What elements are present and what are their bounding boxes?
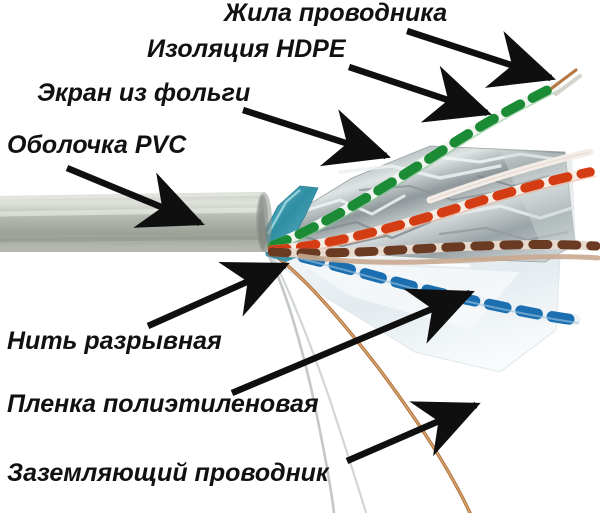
bare-conductor-tip: [550, 68, 578, 90]
wire-pair-green: [267, 81, 561, 251]
label-pvc-jacket: Оболочка PVC: [7, 131, 187, 159]
wire-pair-orange: [267, 167, 597, 255]
label-insulation: Изоляция HDPE: [147, 35, 346, 63]
leader-arrows: [65, 27, 556, 464]
arrow-foil: [242, 106, 391, 167]
arrow-ground: [345, 401, 481, 464]
arrow-ripcord: [146, 262, 290, 329]
jacket-mouth: [256, 192, 272, 252]
arrow-pvc: [65, 164, 205, 228]
arrow-conductor: [405, 27, 556, 88]
label-foil-shield: Экран из фольги: [37, 79, 251, 107]
label-ground-conductor: Заземляющий проводник: [7, 459, 329, 487]
wire-pair-brown: [267, 240, 600, 258]
arrow-film: [230, 288, 475, 396]
label-polyethylene-film: Пленка полиэтиленовая: [7, 390, 319, 418]
arrow-insulation: [347, 63, 492, 123]
label-ripcord: Нить разрывная: [7, 327, 222, 355]
label-conductor: Жила проводника: [224, 0, 448, 27]
pvc-jacket: [0, 192, 268, 252]
